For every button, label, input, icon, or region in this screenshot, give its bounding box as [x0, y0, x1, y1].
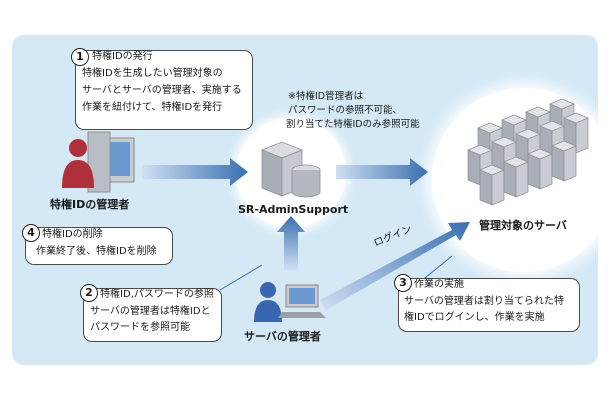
callout-reference: [83, 288, 222, 342]
step-badge-3: 3: [394, 274, 412, 292]
pointer-execute: [419, 255, 453, 283]
callout-issue-line-1: 特権IDの発行: [92, 51, 153, 62]
arrow-admin-to-system: [142, 158, 248, 186]
callout-delete: [25, 227, 173, 265]
arrow-server-admin-to-system: [277, 216, 305, 270]
callout-reference-line-1: 特権ID,パスワードの参照: [100, 289, 214, 300]
callout-issue-line-2: 特権IDを生成したい管理対象の: [82, 68, 223, 79]
arrow-login-to-servers: [320, 222, 470, 310]
callout-execute-line-2: サーバの管理者は割り当てられた特: [404, 296, 564, 307]
step-badge-4: 4: [22, 224, 40, 242]
system-label: SR-AdminSupport: [238, 203, 349, 216]
callout-delete-line-2: 作業終了後、特権IDを削除: [36, 246, 157, 257]
callout-execute: [398, 278, 580, 332]
note-line-1: ※特権ID管理者は: [288, 91, 364, 102]
privileged-admin-label: 特権IDの管理者: [50, 198, 130, 211]
callout-reference-line-3: パスワードを参照可能: [90, 322, 190, 333]
step-badge-1: 1: [71, 48, 89, 66]
note-line-3: 割り当てた特権IDのみ参照可能: [286, 119, 420, 130]
callout-issue-line-3: サーバとサーバの管理者、実施する: [82, 85, 242, 96]
note-line-2: パスワードの参照不可能、: [288, 105, 403, 116]
callout-reference-line-2: サーバの管理者は特権IDと: [90, 306, 211, 317]
callout-delete-line-1: 特権IDの削除: [42, 229, 103, 240]
step-badge-2: 2: [80, 284, 98, 302]
callout-issue-line-4: 作業を紐付けて、特権IDを発行: [82, 102, 223, 113]
server-admin-label: サーバの管理者: [244, 330, 321, 343]
callout-execute-line-3: 権IDでログインし、作業を実施: [404, 312, 545, 323]
pointer-reference: [219, 264, 263, 291]
arrow-system-to-servers: [336, 158, 428, 186]
callout-issue: [75, 50, 253, 130]
managed-servers-label: 管理対象のサーバ: [479, 219, 567, 232]
callout-execute-line-1: 作業の実施: [414, 279, 464, 290]
